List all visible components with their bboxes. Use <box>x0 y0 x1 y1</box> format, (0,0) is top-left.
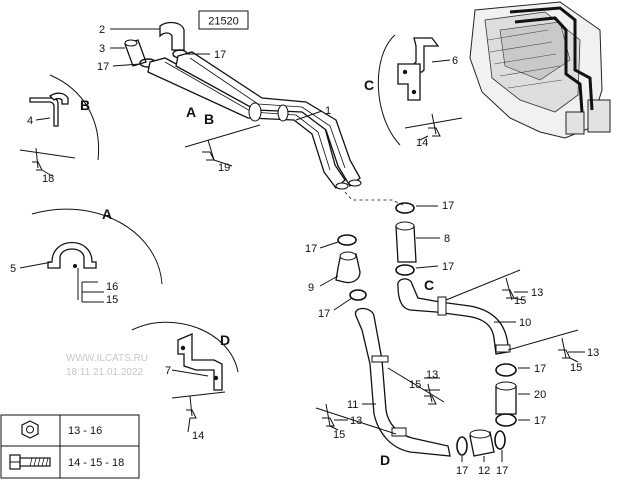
section-label-a: A <box>186 104 196 120</box>
legend-nut-label: 13 - 16 <box>68 425 102 437</box>
watermark-date: 18:11 21.01.2022 <box>66 367 144 378</box>
leader-lines-middle <box>319 205 440 311</box>
callout-19: 19 <box>218 162 230 174</box>
callout-10: 10 <box>519 317 531 329</box>
legend-bolt-label: 14 - 15 - 18 <box>68 457 124 469</box>
watermark-site: WWW.ILCATS.RU <box>66 353 148 364</box>
callout-15: 15 <box>570 362 582 374</box>
detail-d-bracket <box>131 321 239 433</box>
callout-17: 17 <box>496 465 508 477</box>
callout-7: 7 <box>165 365 171 377</box>
bolt-15-13-b <box>507 329 585 363</box>
callout-17: 17 <box>456 465 468 477</box>
bolt-19-symbol <box>184 124 261 167</box>
callout-5: 5 <box>10 263 16 275</box>
section-label-d: D <box>220 332 230 348</box>
bottom-parts <box>456 429 506 457</box>
callout-15: 15 <box>106 294 118 306</box>
reference-box <box>198 10 249 30</box>
reference-number: 21520 <box>208 16 239 28</box>
callout-15: 15 <box>514 295 526 307</box>
callout-15: 15 <box>409 379 421 391</box>
callout-17: 17 <box>97 61 109 73</box>
bolt-15-13-a <box>445 269 528 301</box>
detail-c-bracket <box>377 34 463 146</box>
hex-nut-icon <box>21 420 39 439</box>
section-label-b: B <box>80 97 90 113</box>
callout-17: 17 <box>318 308 330 320</box>
callout-8: 8 <box>444 233 450 245</box>
callout-11: 11 <box>347 399 358 411</box>
engine-illustration <box>469 1 611 139</box>
upper-hose-assembly <box>124 21 406 207</box>
callout-17: 17 <box>442 261 454 273</box>
callout-17: 17 <box>305 243 317 255</box>
callout-18: 18 <box>42 173 54 185</box>
leader-lines-upper <box>110 28 323 121</box>
callout-17: 17 <box>442 200 454 212</box>
section-label-c: C <box>424 277 434 293</box>
bolt-15-13-d <box>387 367 445 405</box>
section-label-b: B <box>204 111 214 127</box>
leader-lines-bottom <box>461 450 503 462</box>
callout-20: 20 <box>534 389 546 401</box>
legend-table: 13 - 16 14 - 15 - 18 <box>0 414 140 479</box>
detail-a-clip <box>19 208 163 303</box>
callout-1: 1 <box>325 105 331 117</box>
callout-16: 16 <box>106 281 118 293</box>
right-column-parts <box>495 363 517 427</box>
middle-parts <box>335 202 417 301</box>
section-label-d: D <box>380 452 390 468</box>
callout-17: 17 <box>534 415 546 427</box>
bolt-15-13-c <box>315 403 397 435</box>
callout-2: 2 <box>99 24 105 36</box>
hose-11 <box>354 307 451 457</box>
callout-13: 13 <box>350 415 362 427</box>
callout-12: 12 <box>478 465 490 477</box>
section-label-c: C <box>364 77 374 93</box>
callout-13: 13 <box>531 287 543 299</box>
callout-6: 6 <box>452 55 458 67</box>
callout-13: 13 <box>587 347 599 359</box>
callout-14: 14 <box>416 137 428 149</box>
callout-13: 13 <box>426 369 438 381</box>
bolt-icon <box>9 454 51 470</box>
callout-3: 3 <box>99 43 105 55</box>
detail-b <box>19 74 100 177</box>
section-label-a: A <box>102 206 112 222</box>
callout-14: 14 <box>192 430 204 442</box>
leader-lines-right <box>518 367 530 421</box>
callout-17: 17 <box>534 363 546 375</box>
hose-10 <box>397 278 511 355</box>
callout-17: 17 <box>214 49 226 61</box>
callout-9: 9 <box>308 282 314 294</box>
callout-4: 4 <box>27 115 33 127</box>
callout-15: 15 <box>333 429 345 441</box>
